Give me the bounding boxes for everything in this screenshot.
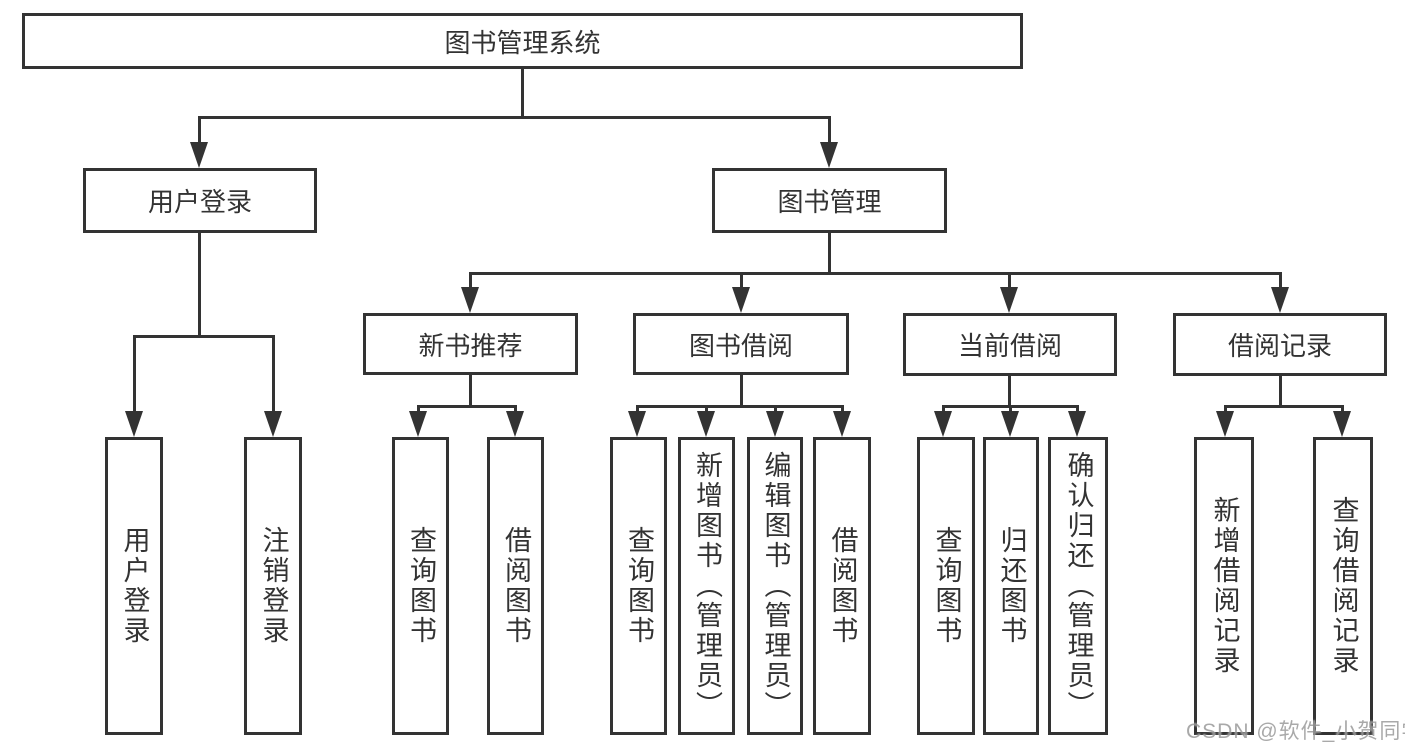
node-user-login: 用户登录 <box>83 168 317 233</box>
connector-user-login-bus <box>133 335 275 338</box>
leaf-return-books: 归还图书 <box>983 437 1039 735</box>
arrow-down-icon <box>934 411 952 437</box>
arrow-down-icon <box>697 411 715 437</box>
connector-drop-leaf-logout <box>272 335 275 415</box>
leaf-edit-books-admin-label: 编辑图书（管理员） <box>760 451 791 721</box>
connector-book-management-stem <box>828 232 831 275</box>
arrow-down-icon <box>1001 411 1019 437</box>
connector-drop-current-borrow <box>1008 272 1011 292</box>
leaf-borrow-books: 借阅图书 <box>813 437 871 735</box>
connector-drop-borrow-record <box>1279 272 1282 292</box>
connector-book-borrow-stem <box>740 373 743 408</box>
arrow-down-icon <box>190 142 208 168</box>
leaf-user-login-label: 用户登录 <box>119 526 150 646</box>
leaf-query-books-current-label: 查询图书 <box>931 526 962 646</box>
node-current-borrow-label: 当前借阅 <box>957 331 1062 361</box>
arrow-down-icon <box>833 411 851 437</box>
arrow-down-icon <box>1068 411 1086 437</box>
leaf-add-books-admin: 新增图书（管理员） <box>678 437 735 735</box>
connector-drop-new-book-recommend <box>469 272 472 292</box>
leaf-add-borrow-record: 新增借阅记录 <box>1194 437 1254 735</box>
leaf-borrow-books-recommend: 借阅图书 <box>487 437 544 735</box>
node-borrow-record: 借阅记录 <box>1173 313 1387 376</box>
leaf-query-borrow-record: 查询借阅记录 <box>1313 437 1373 735</box>
node-new-book-recommend: 新书推荐 <box>363 313 578 375</box>
watermark: CSDN @软件_小贺同学 <box>1186 720 1405 743</box>
node-current-borrow: 当前借阅 <box>903 313 1117 376</box>
node-book-borrow-label: 图书借阅 <box>688 330 793 361</box>
connector-borrow-record-stem <box>1279 374 1282 408</box>
connector-level3-bus <box>469 272 1281 275</box>
leaf-query-books-borrow-label: 查询图书 <box>624 526 654 646</box>
connector-drop-book-management <box>828 116 831 149</box>
arrow-down-icon <box>461 287 479 313</box>
node-root: 图书管理系统 <box>22 13 1023 69</box>
leaf-edit-books-admin: 编辑图书（管理员） <box>747 437 803 735</box>
leaf-query-books-current: 查询图书 <box>917 437 975 735</box>
leaf-logout: 注销登录 <box>244 437 302 735</box>
leaf-confirm-return-admin: 确认归还（管理员） <box>1048 437 1108 735</box>
node-new-book-recommend-label: 新书推荐 <box>418 330 523 361</box>
connector-drop-book-borrow <box>740 272 743 292</box>
node-book-management: 图书管理 <box>712 168 947 233</box>
arrow-down-icon <box>1271 287 1289 313</box>
node-book-borrow: 图书借阅 <box>633 313 849 375</box>
node-root-label: 图书管理系统 <box>444 27 601 58</box>
connector-level2-bus <box>198 116 831 119</box>
arrow-down-icon <box>628 411 646 437</box>
node-book-management-label: 图书管理 <box>777 187 882 217</box>
arrow-down-icon <box>1000 287 1018 313</box>
leaf-add-books-admin-label: 新增图书（管理员） <box>692 451 722 721</box>
arrow-down-icon <box>125 411 143 437</box>
leaf-confirm-return-admin-label: 确认归还（管理员） <box>1063 451 1094 721</box>
connector-new-book-stem <box>469 373 472 408</box>
leaf-query-books-recommend-label: 查询图书 <box>406 526 436 646</box>
arrow-down-icon <box>264 411 282 437</box>
leaf-add-borrow-record-label: 新增借阅记录 <box>1209 496 1240 676</box>
arrow-down-icon <box>409 411 427 437</box>
connector-user-login-stem <box>198 232 201 338</box>
leaf-borrow-books-label: 借阅图书 <box>827 526 858 646</box>
connector-borrow-record-bus <box>1224 405 1344 408</box>
node-borrow-record-label: 借阅记录 <box>1227 331 1332 361</box>
leaf-query-books-borrow: 查询图书 <box>610 437 667 735</box>
leaf-return-books-label: 归还图书 <box>996 526 1027 646</box>
leaf-query-books-recommend: 查询图书 <box>392 437 449 735</box>
connector-drop-user-login <box>198 116 201 149</box>
connector-current-borrow-stem <box>1008 374 1011 408</box>
leaf-user-login: 用户登录 <box>105 437 163 735</box>
connector-root-stem <box>521 69 524 118</box>
arrow-down-icon <box>820 142 838 168</box>
arrow-down-icon <box>766 411 784 437</box>
arrow-down-icon <box>1333 411 1351 437</box>
node-user-login-label: 用户登录 <box>147 187 252 217</box>
leaf-query-borrow-record-label: 查询借阅记录 <box>1328 496 1359 676</box>
arrow-down-icon <box>1216 411 1234 437</box>
connector-new-book-bus <box>417 405 517 408</box>
leaf-borrow-books-recommend-label: 借阅图书 <box>501 526 531 646</box>
connector-book-borrow-bus <box>636 405 844 408</box>
arrow-down-icon <box>506 411 524 437</box>
connector-drop-leaf-user-login <box>133 335 136 415</box>
arrow-down-icon <box>732 287 750 313</box>
leaf-logout-label: 注销登录 <box>258 526 289 646</box>
